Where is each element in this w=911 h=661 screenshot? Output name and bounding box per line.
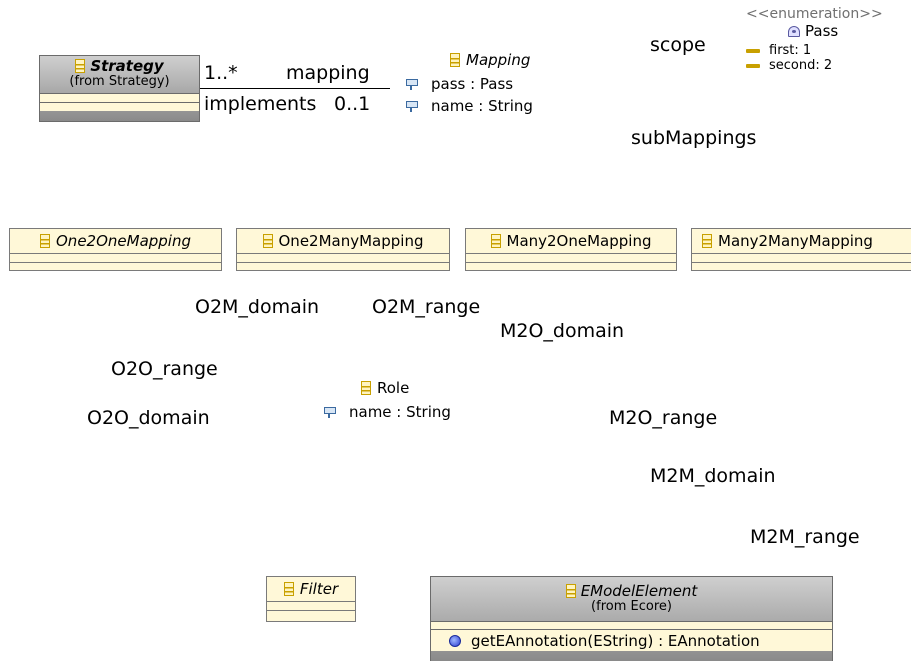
emodelelement-class-header: EModelElement (from Ecore) — [431, 577, 832, 621]
enumeration-stereotype: <<enumeration>> — [746, 6, 883, 22]
mapping-class-title: Mapping — [450, 47, 533, 73]
o2o-range-label: O2O_range — [111, 358, 218, 380]
operations-compartment — [466, 262, 676, 271]
many2manymapping-class-header: Many2ManyMapping — [692, 229, 911, 253]
one2onemapping-class[interactable]: One2OneMapping — [9, 228, 222, 271]
class-icon — [40, 234, 50, 248]
association-bottom-multiplicity: 0..1 — [334, 93, 371, 115]
pass-enumeration-name: Pass — [805, 22, 839, 40]
emodelelement-operation-label: getEAnnotation(EString) : EAnnotation — [471, 632, 760, 650]
association-bottom-role: implements — [204, 93, 317, 115]
emodelelement-class-title: EModelElement — [565, 582, 698, 600]
pass-literals: first: 1 second: 2 — [746, 43, 883, 73]
one2onemapping-class-header: One2OneMapping — [10, 229, 221, 253]
role-class-name: Role — [377, 379, 410, 397]
operations-compartment — [692, 262, 911, 271]
o2o-domain-label: O2O_domain — [87, 407, 210, 429]
association-top-role: mapping — [286, 62, 370, 84]
mapping-class-name: Mapping — [466, 51, 531, 69]
m2o-range-label: M2O_range — [609, 407, 718, 429]
submappings-label: subMappings — [631, 127, 757, 149]
enum-literal-label: first: 1 — [769, 43, 812, 58]
one2manymapping-class-header: One2ManyMapping — [237, 229, 449, 253]
mapping-class[interactable]: Mapping pass : Pass name : String — [405, 47, 533, 117]
class-icon — [283, 582, 294, 596]
m2o-domain-label: M2O_domain — [500, 320, 625, 342]
role-class-title: Role — [361, 375, 451, 401]
emodelelement-class-origin: (from Ecore) — [591, 599, 672, 614]
mapping-attribute[interactable]: pass : Pass — [405, 73, 533, 95]
many2onemapping-class[interactable]: Many2OneMapping — [465, 228, 677, 271]
mapping-attribute[interactable]: name : String — [405, 95, 533, 117]
attribute-icon — [323, 406, 336, 418]
operation-icon — [449, 635, 461, 647]
literal-icon — [746, 48, 760, 53]
emodelelement-class[interactable]: EModelElement (from Ecore) getEAnnotatio… — [430, 576, 833, 661]
class-icon — [565, 584, 576, 598]
filter-class-name: Filter — [299, 580, 339, 598]
o2m-domain-label: O2M_domain — [195, 296, 320, 318]
strategy-class-title: Strategy — [75, 57, 164, 75]
strategy-class[interactable]: Strategy (from Strategy) — [39, 55, 200, 122]
enum-literal[interactable]: second: 2 — [746, 58, 883, 73]
emodelelement-operation[interactable]: getEAnnotation(EString) : EAnnotation — [431, 629, 832, 651]
attribute-icon — [405, 78, 418, 90]
literal-icon — [746, 63, 760, 68]
many2manymapping-class-name: Many2ManyMapping — [718, 232, 873, 250]
class-icon — [450, 53, 460, 67]
attributes-compartment — [466, 253, 676, 262]
strategy-class-header: Strategy (from Strategy) — [40, 56, 199, 93]
filter-class-header: Filter — [267, 577, 355, 601]
emodelelement-class-name: EModelElement — [580, 582, 698, 600]
m2m-range-label: M2M_range — [750, 526, 860, 548]
attributes-compartment — [431, 621, 832, 629]
many2onemapping-class-name: Many2OneMapping — [506, 232, 652, 250]
enum-literal-label: second: 2 — [769, 58, 833, 73]
strategy-operations-compartment — [40, 102, 199, 111]
attributes-compartment — [692, 253, 911, 262]
enum-literal[interactable]: first: 1 — [746, 43, 883, 58]
scope-label: scope — [650, 34, 706, 56]
role-class[interactable]: Role name : String — [323, 375, 451, 423]
m2m-domain-label: M2M_domain — [650, 465, 776, 487]
one2manymapping-class[interactable]: One2ManyMapping — [236, 228, 450, 271]
operations-compartment — [10, 262, 221, 271]
many2onemapping-class-header: Many2OneMapping — [466, 229, 676, 253]
operations-compartment — [267, 610, 355, 619]
class-icon — [75, 59, 86, 73]
class-icon — [262, 234, 273, 248]
filter-class[interactable]: Filter — [266, 576, 356, 622]
many2manymapping-class[interactable]: Many2ManyMapping — [691, 228, 911, 271]
attributes-compartment — [10, 253, 221, 262]
attributes-compartment — [267, 601, 355, 610]
operations-compartment — [237, 262, 449, 271]
association-line[interactable] — [200, 88, 390, 89]
pass-enumeration[interactable]: <<enumeration>> Pass first: 1 second: 2 — [746, 6, 883, 73]
class-icon — [702, 234, 712, 248]
enumeration-icon — [788, 25, 800, 37]
strategy-class-origin: (from Strategy) — [69, 74, 170, 89]
attribute-icon — [405, 100, 418, 112]
one2onemapping-class-name: One2OneMapping — [56, 232, 191, 250]
mapping-attribute-label: name : String — [431, 97, 533, 115]
pass-enumeration-title: Pass — [788, 22, 883, 40]
class-icon — [361, 381, 371, 395]
one2manymapping-class-name: One2ManyMapping — [278, 232, 424, 250]
role-attribute[interactable]: name : String — [323, 401, 451, 423]
class-icon — [490, 234, 501, 248]
strategy-attributes-compartment — [40, 93, 199, 102]
attributes-compartment — [237, 253, 449, 262]
strategy-class-name: Strategy — [90, 57, 164, 75]
mapping-attribute-label: pass : Pass — [431, 75, 514, 93]
role-attribute-label: name : String — [349, 403, 451, 421]
o2m-range-label: O2M_range — [372, 296, 481, 318]
association-top-multiplicity: 1..* — [204, 62, 238, 84]
